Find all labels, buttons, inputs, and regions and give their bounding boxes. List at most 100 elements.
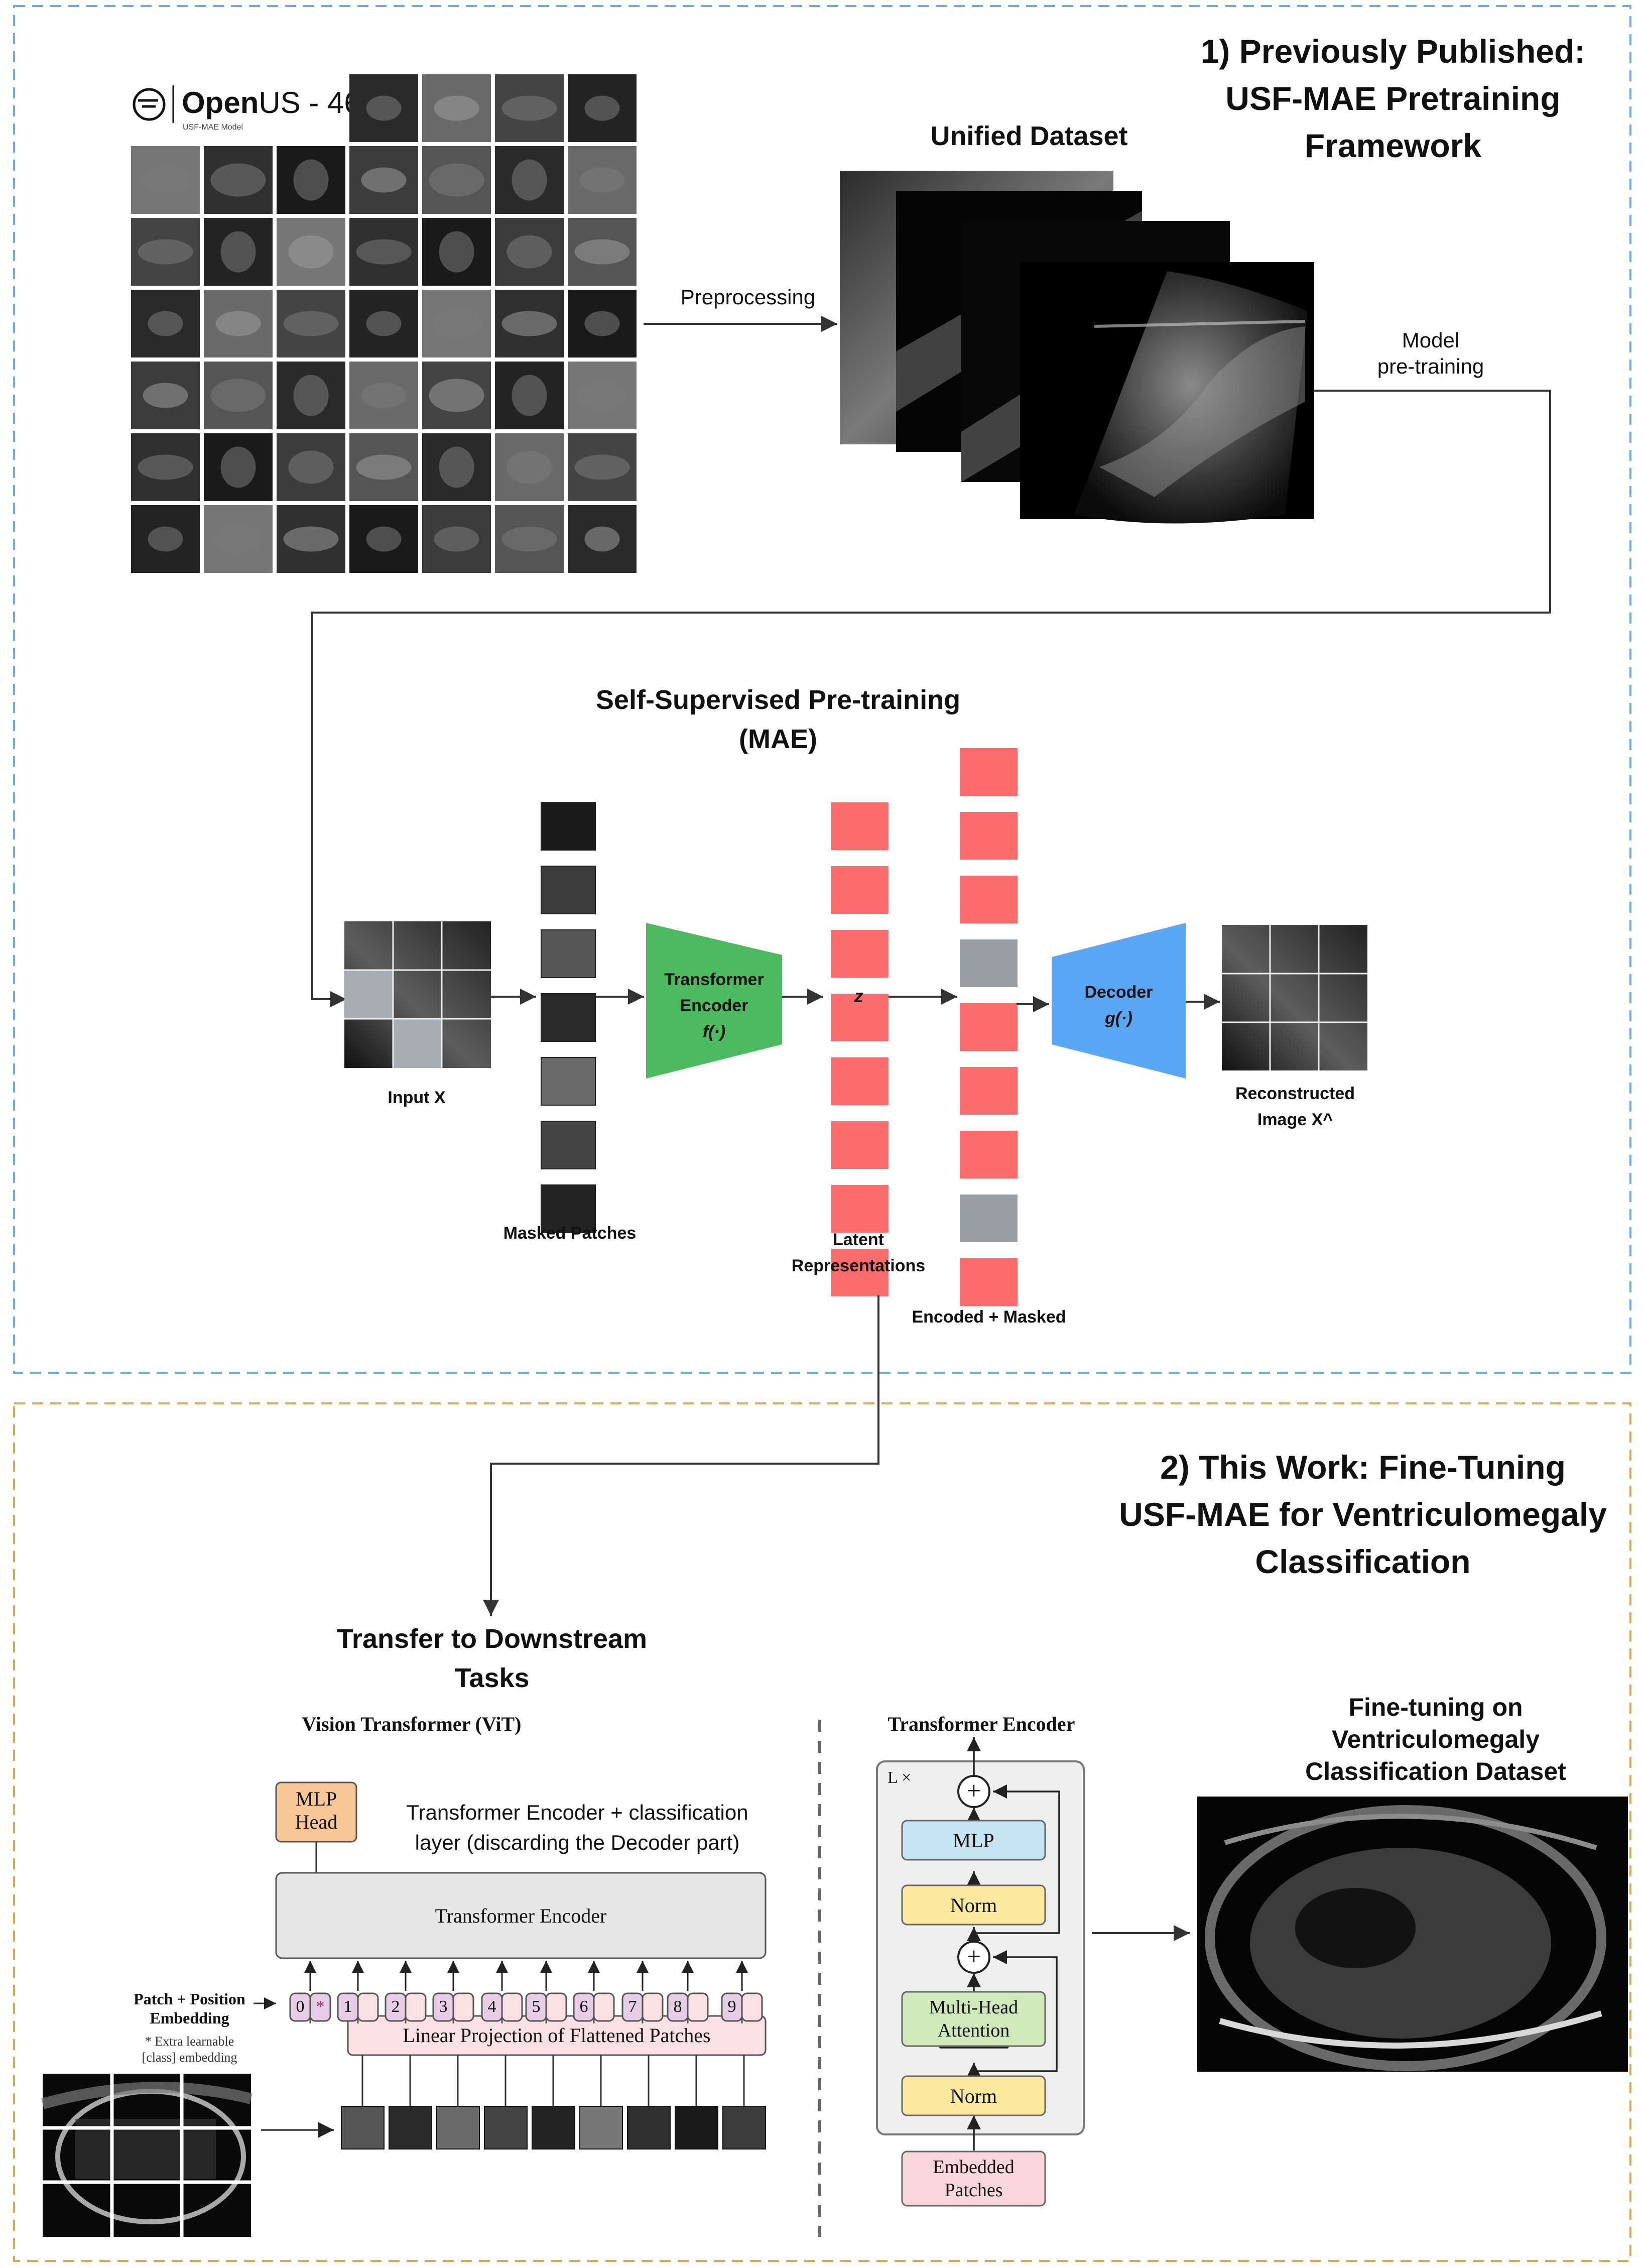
vit-token-label: 1 [343, 1997, 352, 2016]
latent-token [831, 994, 889, 1041]
extra-class-label: * Extra learnable [class] embedding [142, 2034, 237, 2065]
mae-title: Self-Supervised Pre-training (MAE) [595, 685, 961, 754]
dataset-thumbnail [349, 146, 418, 214]
dataset-thumbnail [204, 146, 273, 214]
svg-text:USF-MAE Model: USF-MAE Model [183, 123, 243, 132]
encoder-mlp-label: MLP [953, 1829, 994, 1852]
vit-token [481, 1961, 523, 2023]
embedded-patches-box [901, 2151, 1046, 2207]
vit-title: Vision Transformer (ViT) [302, 1713, 522, 1735]
dataset-thumbnail [495, 74, 564, 142]
dataset-thumbnail [568, 362, 637, 429]
encoder-norm-bottom-label: Norm [950, 2085, 997, 2107]
masked-patch [541, 1057, 596, 1106]
vit-token [667, 1961, 709, 2023]
dataset-thumbnail [349, 290, 418, 357]
dataset-thumbnail [422, 146, 491, 214]
add-symbol-top: + [966, 1776, 981, 1805]
dataset-thumbnail [422, 362, 491, 429]
dataset-thumbnail [277, 362, 345, 429]
linear-projection-label: Linear Projection of Flattened Patches [403, 2024, 711, 2047]
masked-patch [541, 993, 596, 1042]
latent-token [831, 1057, 889, 1105]
mae-decoder-trapezoid [1052, 923, 1186, 1079]
latent-label: Latent Representations [791, 1230, 926, 1275]
dataset-thumbnail [131, 146, 200, 214]
latent-token [831, 866, 889, 914]
model-pretraining-label: Model pre-training [1377, 328, 1484, 378]
section2-title: 2) This Work: Fine-Tuning USF-MAE for Ve… [1119, 1449, 1607, 1580]
encoder-attention-box [901, 1991, 1046, 2047]
encoder-attention-label: Multi-Head Attention [929, 1997, 1019, 2041]
latent-token [831, 930, 889, 978]
reconstructed-label: Reconstructed Image X^ [1235, 1084, 1355, 1129]
embedded-patches-label: Embedded Patches [933, 2157, 1015, 2201]
masked-patch [541, 1121, 596, 1169]
vit-token [337, 1961, 379, 2023]
masked-patch [541, 1184, 596, 1233]
dataset-thumbnail [568, 146, 637, 214]
masked-patch [541, 866, 596, 914]
latent-token [831, 802, 889, 850]
dataset-thumbnail [495, 362, 564, 429]
section1-title: 1) Previously Published: USF-MAE Pretrai… [1200, 33, 1586, 164]
pretraining-connector [311, 390, 1551, 1007]
encoded-token [960, 812, 1018, 860]
dataset-thumbnail [204, 218, 273, 286]
vit-token-label: 3 [439, 1997, 448, 2016]
dataset-thumbnail [422, 505, 491, 573]
vit-token-star: * [316, 1997, 325, 2016]
repeat-label: L × [888, 1768, 912, 1787]
encoder-norm-top-label: Norm [950, 1894, 997, 1917]
add-symbol-bottom: + [966, 1942, 981, 1970]
encoded-token [960, 876, 1018, 923]
encoder-label: Transformer Encoder f(·) [664, 970, 764, 1041]
vit-token [525, 1961, 567, 2023]
dataset-thumbnail [422, 74, 491, 142]
dataset-thumbnail [131, 433, 200, 501]
preprocessing-label: Preprocessing [680, 285, 816, 309]
dataset-thumbnail [422, 218, 491, 286]
dataset-thumbnail-grid [131, 74, 637, 573]
vit-token [621, 1961, 664, 2023]
residual-add-node-bottom [957, 1941, 990, 1974]
vit-token-label: 8 [673, 1997, 682, 2016]
dataset-thumbnail [204, 290, 273, 357]
masked-token [960, 1195, 1018, 1242]
ventriculomegaly-image [1197, 1797, 1628, 2072]
transfer-label: Transfer to Downstream Tasks [336, 1624, 648, 1693]
dataset-thumbnail [568, 218, 637, 286]
dataset-thumbnail [277, 505, 345, 573]
dataset-thumbnail [495, 290, 564, 357]
vit-token-label: 6 [579, 1997, 588, 2016]
vit-patch [579, 2106, 623, 2150]
dataset-thumbnail [568, 505, 637, 573]
dataset-thumbnail [131, 362, 200, 429]
vit-token-label: 0 [296, 1997, 305, 2016]
latent-token [831, 1249, 889, 1296]
dataset-thumbnail [349, 505, 418, 573]
masked-patches-column [541, 802, 596, 1233]
vit-patch [436, 2106, 480, 2150]
unified-dataset-stack [840, 171, 1314, 524]
vit-token-label: 7 [628, 1997, 637, 2016]
dataset-thumbnail [568, 74, 637, 142]
svg-text:OpenUS - 46: OpenUS - 46 [182, 86, 361, 120]
dataset-thumbnail [349, 362, 418, 429]
vit-token [573, 1961, 615, 2023]
masked-patch [541, 802, 596, 851]
encoded-masked-column [960, 748, 1018, 1306]
unified-dataset-label: Unified Dataset [930, 121, 1128, 151]
input-image [344, 921, 491, 1068]
masked-patch [541, 929, 596, 978]
mlp-head-label: MLP Head [295, 1787, 338, 1833]
dataset-thumbnail [495, 505, 564, 573]
vit-token-label: 4 [487, 1997, 496, 2016]
dataset-thumbnail [204, 433, 273, 501]
dataset-thumbnail [277, 290, 345, 357]
encoded-token [960, 1131, 1018, 1178]
vit-patch [532, 2106, 575, 2150]
decoder-label: Decoder g(·) [1084, 983, 1153, 1028]
reconstructed-image [1222, 925, 1367, 1070]
dataset-thumbnail [495, 433, 564, 501]
